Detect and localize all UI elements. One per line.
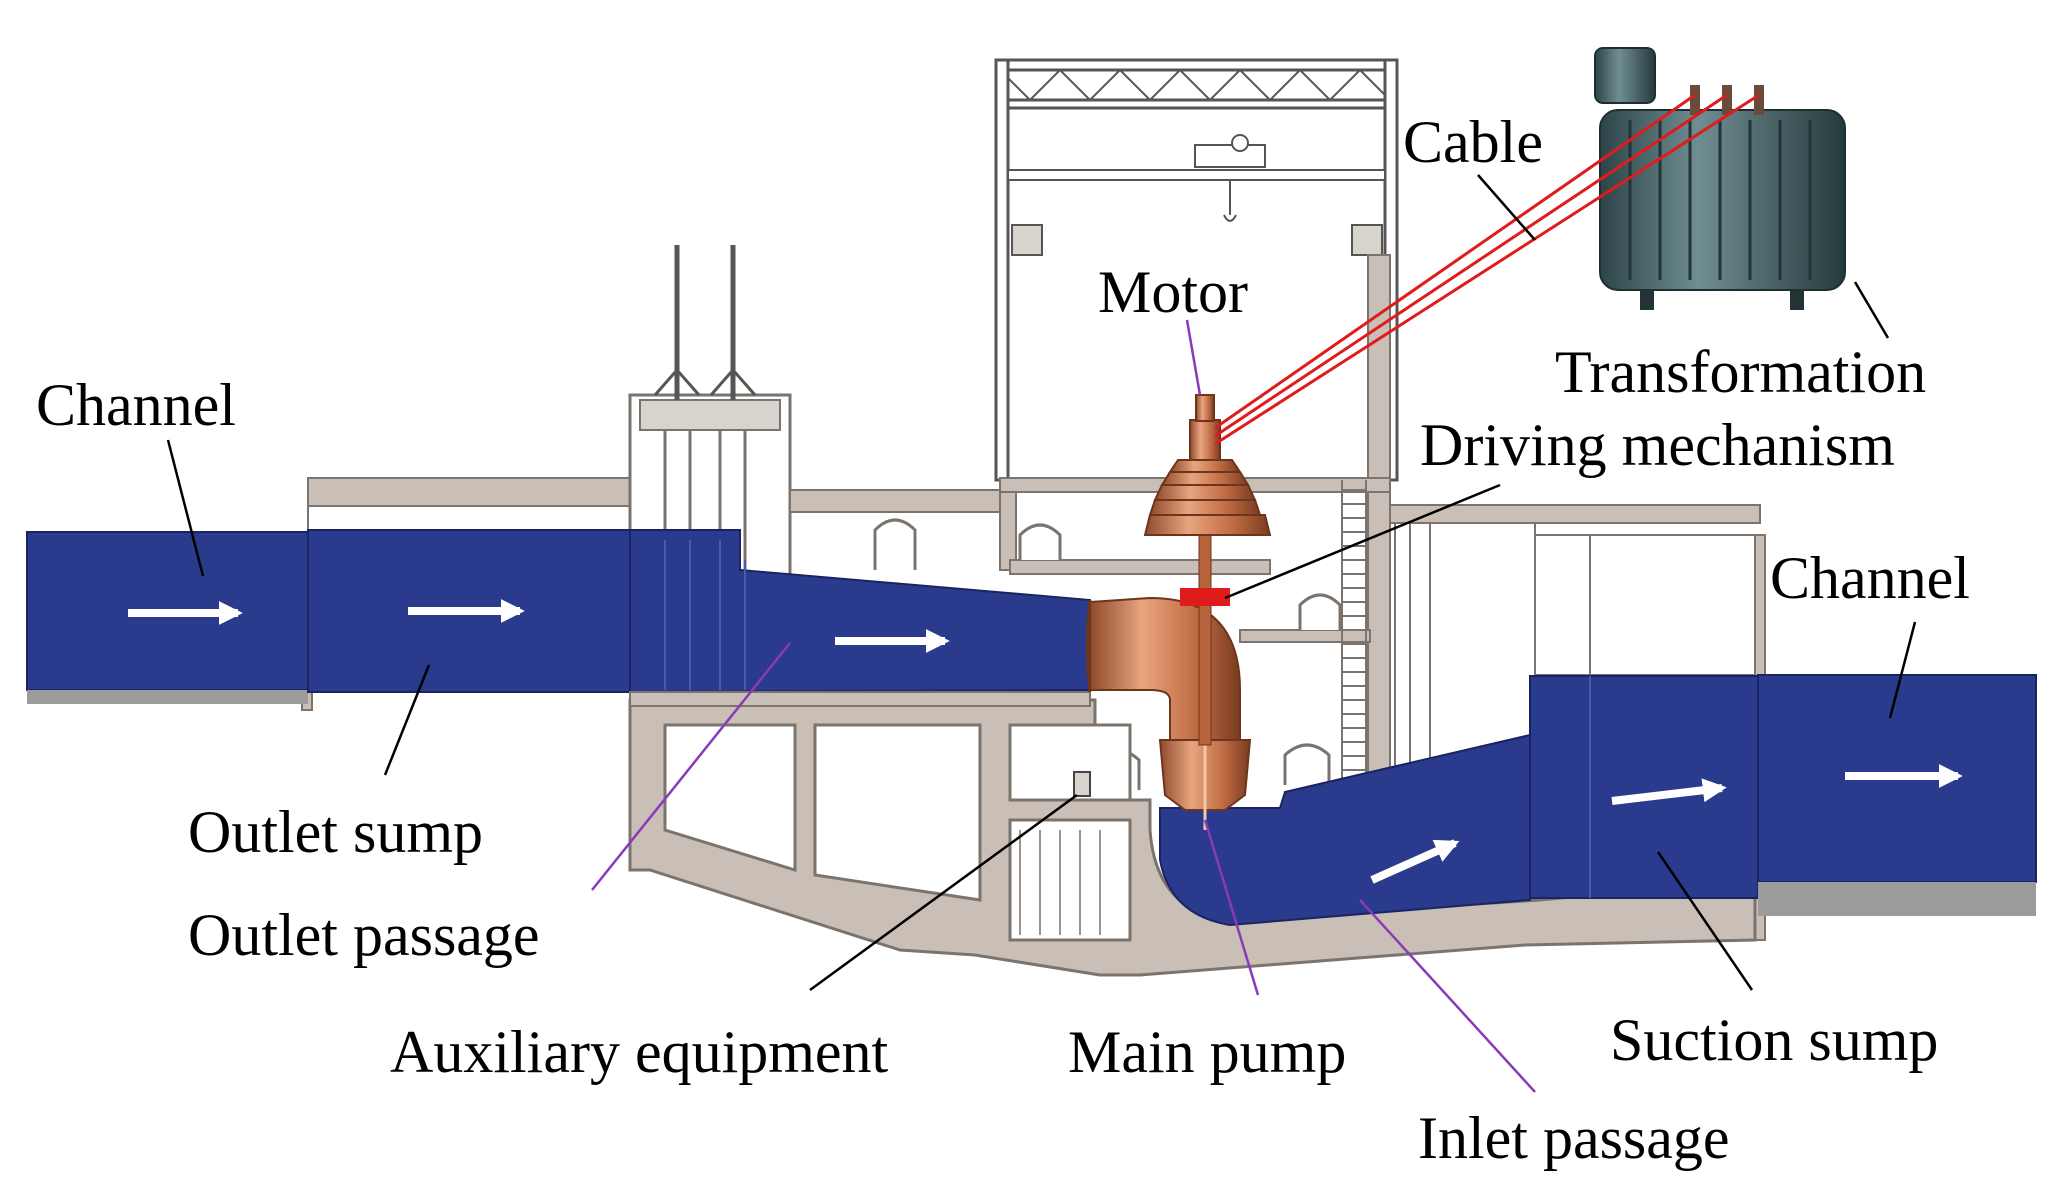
leader-inlet-passage: [1359, 899, 1536, 1093]
transformer: [1594, 47, 1846, 310]
motor: [1143, 394, 1272, 536]
leader-outlet-passage: [591, 642, 791, 891]
label-cable: Cable: [1403, 109, 1543, 175]
label-channel-right: Channel: [1770, 545, 1970, 611]
concrete-structure: [301, 58, 1766, 977]
driving-mechanism-coupling: [1180, 588, 1230, 606]
leader-channel-left: [166, 439, 205, 577]
leader-lines: [166, 174, 1917, 1093]
cable-lines: [1214, 93, 1760, 446]
flow-arrow: [1611, 778, 1727, 805]
leader-channel-right: [1888, 621, 1917, 719]
label-suction-sump: Suction sump: [1610, 1007, 1938, 1073]
label-outlet-passage: Outlet passage: [188, 902, 540, 968]
leader-transformation: [1853, 281, 1890, 339]
label-outlet-sump: Outlet sump: [188, 799, 483, 865]
flow-arrows: [128, 599, 1963, 884]
leader-suction-sump: [1656, 851, 1754, 991]
leader-auxiliary-equipment: [809, 793, 1078, 992]
label-main-pump: Main pump: [1068, 1019, 1346, 1085]
label-driving-mechanism: Driving mechanism: [1420, 412, 1895, 478]
leader-main-pump: [1203, 819, 1260, 996]
label-inlet-passage: Inlet passage: [1418, 1105, 1730, 1171]
flow-arrow: [1370, 839, 1460, 884]
label-channel-left: Channel: [36, 372, 236, 438]
label-motor: Motor: [1098, 259, 1248, 325]
main-pump-assembly: [1086, 394, 1272, 830]
leader-outlet-sump: [383, 664, 431, 776]
label-auxiliary-equipment: Auxiliary equipment: [390, 1019, 889, 1085]
label-transformation: Transformation: [1555, 339, 1926, 405]
leader-motor: [1185, 319, 1202, 396]
leader-cable: [1477, 174, 1536, 241]
leader-driving-mechanism: [1224, 483, 1501, 600]
